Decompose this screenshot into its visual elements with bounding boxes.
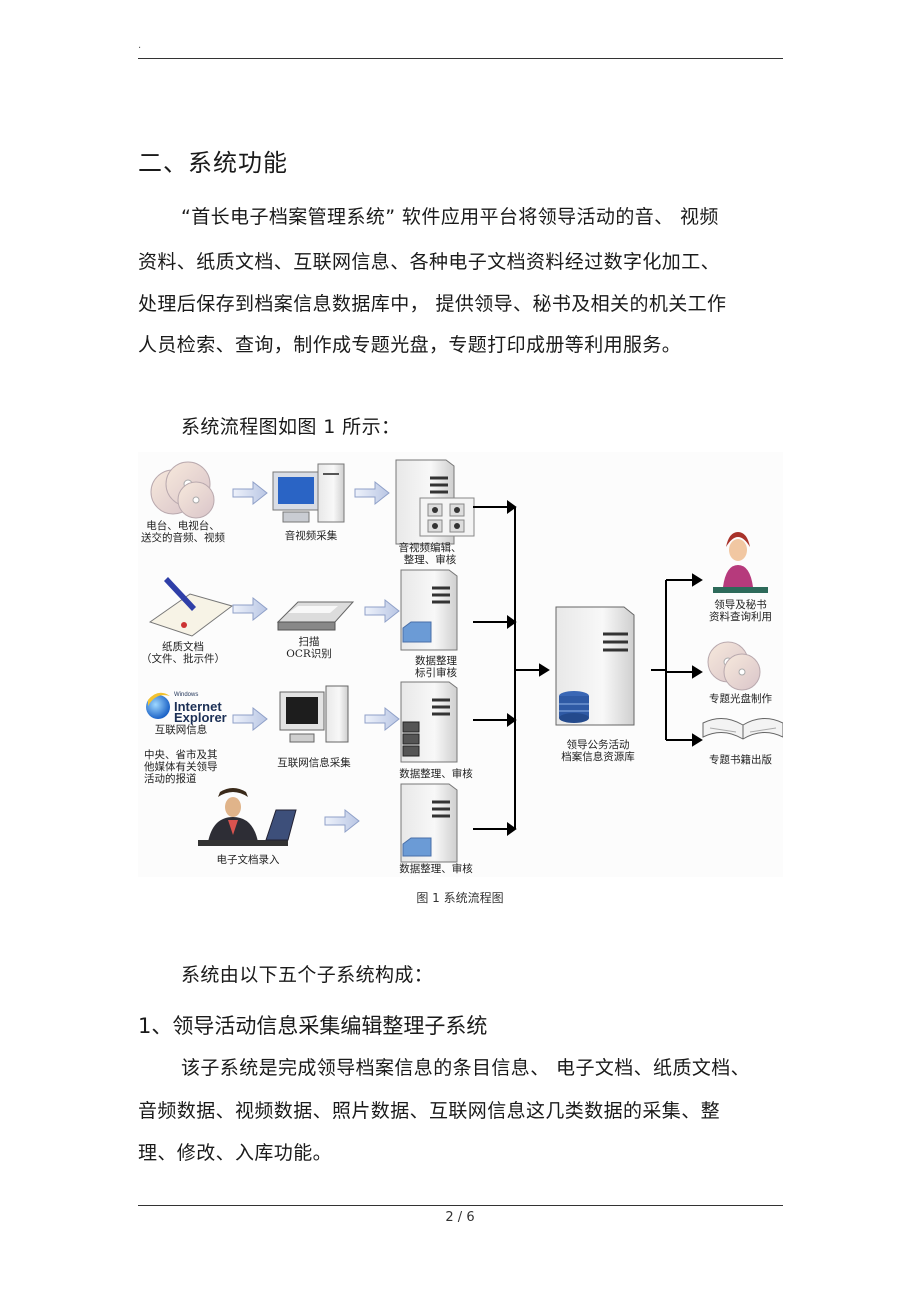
arrow-icon [232,480,390,506]
label-line: 标引审核 [415,667,457,679]
intro-line: 处理后保存到档案信息数据库中， 提供领导、秘书及相关的机关工作 [138,293,727,315]
label-line: 送交的音频、视频 [141,532,225,544]
label-line: 电台、电视台、 [146,520,220,532]
internet-explorer-icon [146,692,170,719]
label-source-web: 互联网信息 [154,724,208,736]
label-line: 他媒体有关领导 [144,761,218,773]
arrow-icon [232,596,400,624]
ie-logo-line: Explorer [174,710,227,725]
footer-rule [138,1205,783,1206]
person-laptop-icon [198,788,297,846]
computer-icon [272,463,345,523]
label-line: 纸质文档 [162,641,204,653]
label-line: 整理、审核 [403,554,457,566]
ie-logo-text: Windows Internet Explorer [174,690,227,725]
cd-icon [150,461,215,519]
server-icon [400,783,458,863]
label-source-media: 中央、省市及其 他媒体有关领导 活动的报道 [138,749,239,785]
intro-line: 资料、纸质文档、互联网信息、各种电子文档资料经过数字化加工、 [138,251,721,273]
label-line: OCR识别 [286,648,332,660]
arrow-icon [324,808,360,834]
monitor-icon [279,685,349,743]
header-mark: . [138,40,142,51]
pen-paper-icon [148,577,234,637]
figure-caption: 图 1 系统流程图 [416,891,504,905]
system-flowchart: 电台、电视台、 送交的音频、视频 音视频采集 音视频编辑、 整理、审核 纸质文档… [138,452,783,877]
section-title: 二、系统功能 [138,149,288,177]
label-capture-web: 互联网信息采集 [277,757,351,769]
subsystem-1-line: 音频数据、视频数据、照片数据、互联网信息这几类数据的采集、整 [138,1100,721,1122]
label-capture-av: 音视频采集 [284,530,338,542]
cd-icon [707,641,761,691]
label-out-disc: 专题光盘制作 [709,693,772,705]
subsystems-intro: 系统由以下五个子系统构成： [181,964,434,986]
label-out-query: 领导及秘书 资料查询利用 [698,599,783,623]
label-line: 资料查询利用 [709,611,772,623]
label-process-av: 音视频编辑、 整理、审核 [390,542,470,566]
label-process-web: 数据整理、审核 [399,768,473,780]
connector-lines [473,500,703,836]
label-scan: 扫描 OCR识别 [274,636,344,660]
label-line: 数据整理 [415,655,457,667]
arrow-icon [232,706,400,732]
repository-server-icon [555,606,635,726]
ie-logo-line: Windows [174,692,199,698]
ie-logo-line: Internet [174,699,222,714]
label-process-paper: 数据整理 标引审核 [396,655,476,679]
label-repository: 领导公务活动 档案信息资源库 [543,739,653,763]
header-rule [138,58,783,59]
label-line: 领导及秘书 [714,599,767,611]
figure-intro: 系统流程图如图 1 所示： [181,416,401,438]
label-line: 音视频编辑、 [398,542,462,554]
scanner-icon [276,601,355,631]
label-source-av: 电台、电视台、 送交的音频、视频 [138,520,228,544]
label-line: 中央、省市及其 [144,749,218,761]
label-process-edoc: 数据整理、审核 [399,863,473,875]
server-icon [395,459,475,545]
book-icon [702,718,783,740]
person-desk-icon [713,532,768,593]
server-icon [400,569,458,651]
flowchart-graphics [138,452,783,877]
label-source-edoc: 电子文档录入 [216,854,280,866]
subsystem-1-line: 该子系统是完成领导档案信息的条目信息、 电子文档、纸质文档、 [181,1057,751,1079]
intro-line: “首长电子档案管理系统” 软件应用平台将领导活动的音、 视频 [181,206,719,228]
page-number: 2 / 6 [445,1210,475,1225]
label-line: 扫描 [298,636,320,648]
label-line: 活动的报道 [144,773,197,785]
subsystem-1-title: 1、领导活动信息采集编辑整理子系统 [138,1014,488,1038]
label-out-book: 专题书籍出版 [709,754,772,766]
label-line: 档案信息资源库 [561,751,635,763]
intro-line: 人员检索、查询，制作成专题光盘，专题打印成册等利用服务。 [138,334,682,356]
subsystem-1-line: 理、修改、入库功能。 [138,1142,333,1164]
server-icon [400,681,458,763]
label-source-paper: 纸质文档 （文件、批示件） [138,641,228,665]
label-line: （文件、批示件） [141,653,225,665]
label-line: 领导公务活动 [566,739,630,751]
